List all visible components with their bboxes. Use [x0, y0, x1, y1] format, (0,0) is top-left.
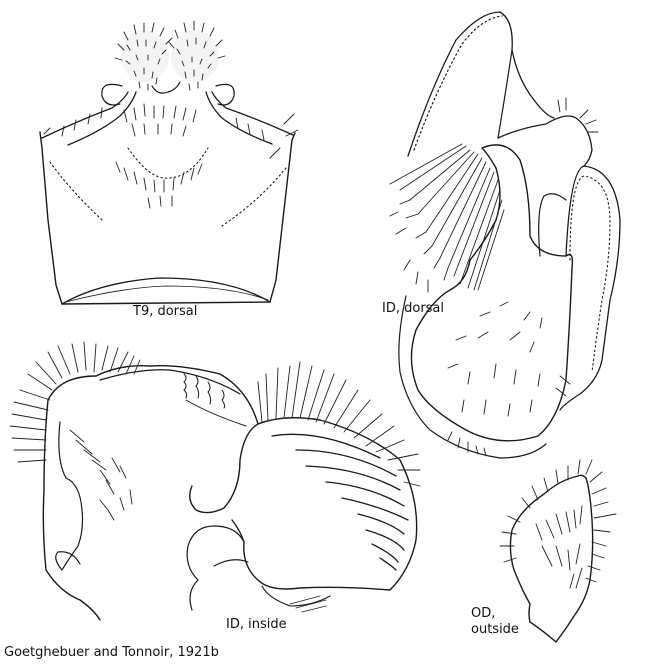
figure-od-outside [490, 450, 650, 650]
id-dorsal-drawing [389, 11, 621, 459]
figure-id-inside [0, 330, 421, 621]
od-outside-drawing [499, 459, 617, 643]
label-id-dorsal: ID, dorsal [382, 301, 445, 316]
label-id-inside: ID, inside [226, 617, 287, 632]
tergite-setae [43, 103, 299, 209]
setae-right-bulb [257, 361, 421, 487]
stripes [271, 433, 409, 571]
label-od-line2: outside [471, 622, 519, 637]
t9-dorsal-drawing [39, 20, 299, 305]
scale-pattern [183, 373, 247, 427]
od-setae [499, 459, 617, 589]
figure-t9-dorsal [39, 20, 320, 310]
label-od-outside: OD, outside [471, 606, 541, 638]
label-od-line1: OD, [471, 606, 496, 621]
label-t9-dorsal: T9, dorsal [133, 304, 198, 319]
inner-setae [447, 301, 571, 417]
anal-lobe-left [114, 22, 173, 91]
anal-lobe-right [168, 20, 226, 91]
dorsal-setae-fan [389, 143, 505, 293]
figure-id-dorsal [370, 0, 650, 470]
id-inside-drawing [9, 341, 421, 621]
setae-left-lobe [9, 341, 141, 463]
citation: Goetghebuer and Tonnoir, 1921b [4, 645, 219, 660]
